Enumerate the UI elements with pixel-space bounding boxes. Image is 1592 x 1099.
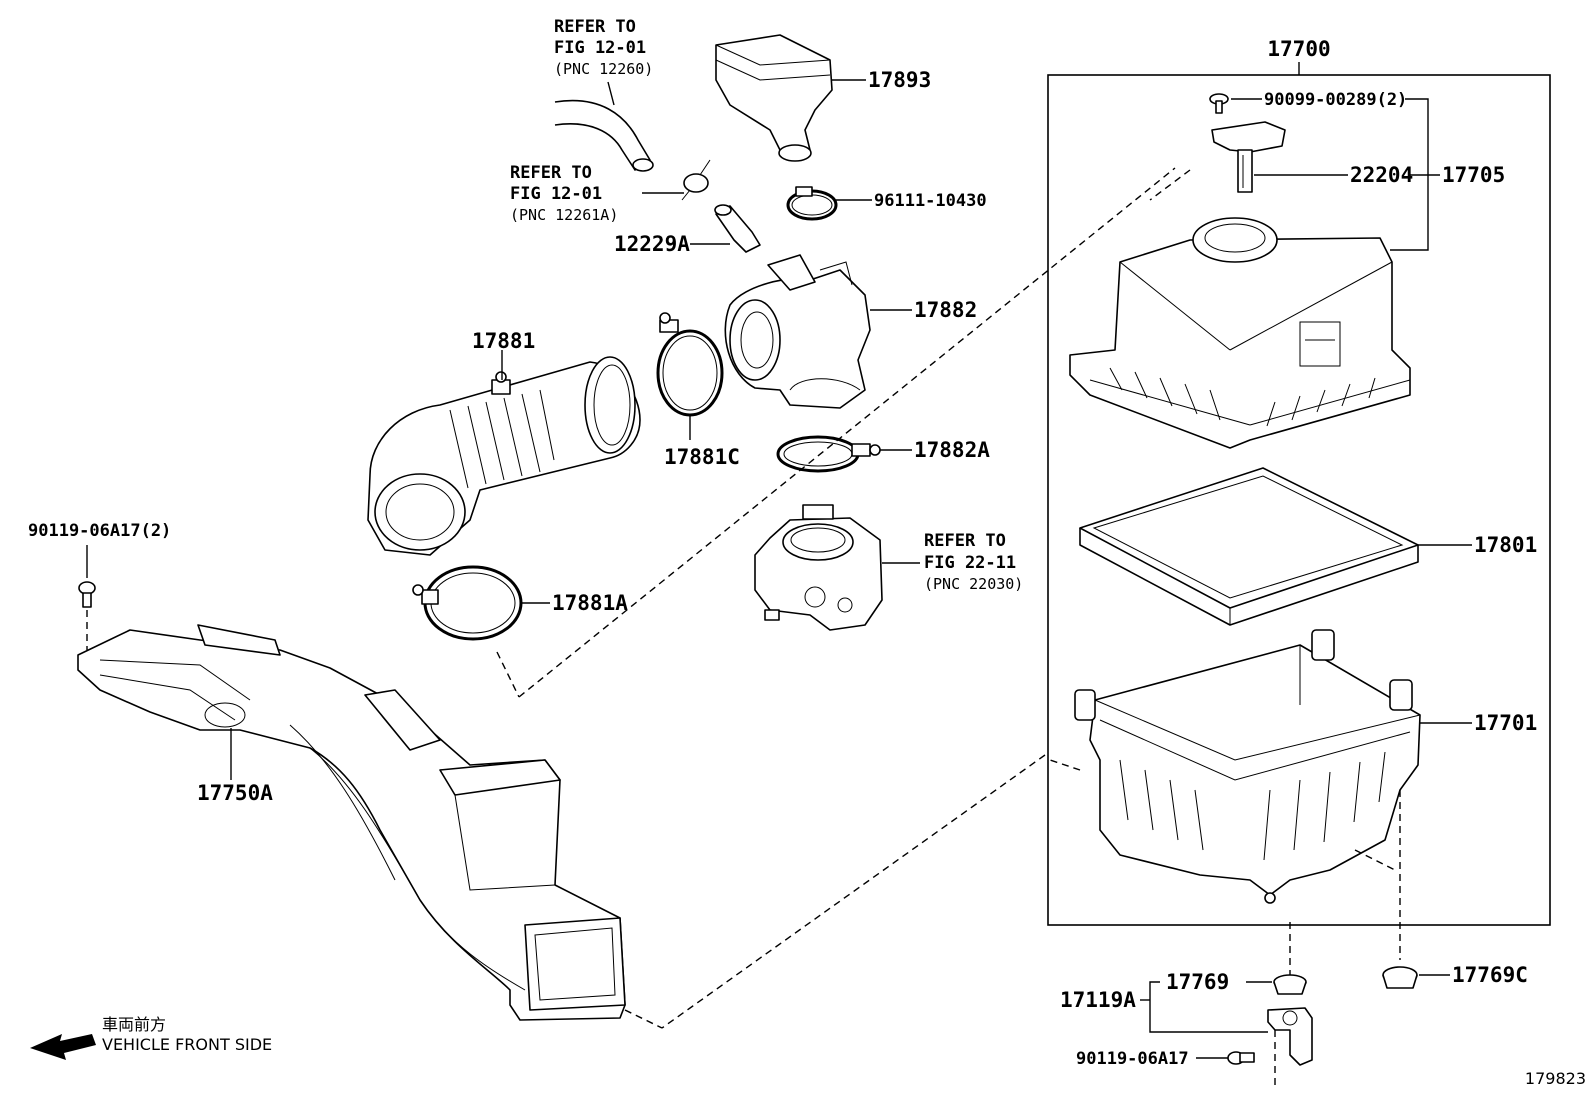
svg-text:FIG 12-01: FIG 12-01	[554, 38, 646, 58]
grommet-17769C-drawing	[1382, 966, 1418, 989]
clamp-17881A-drawing	[412, 565, 523, 641]
refer-note-22030: REFER TO FIG 22-11 (PNC 22030)	[924, 531, 1023, 593]
bolt-90119-top-drawing	[78, 581, 96, 608]
refer-note-12261A: REFER TO FIG 12-01 (PNC 12261A)	[510, 163, 618, 224]
svg-text:(PNC 12260): (PNC 12260)	[554, 60, 653, 78]
label-17705: 17705	[1442, 163, 1505, 187]
label-17881C: 17881C	[664, 445, 740, 469]
air-cleaner-cover-17705-drawing	[1069, 217, 1411, 449]
hose-12260-drawing	[554, 99, 654, 172]
label-17119A: 17119A	[1060, 988, 1136, 1012]
svg-text:REFER TO: REFER TO	[554, 17, 636, 37]
bracket-17119A-drawing	[1267, 1007, 1313, 1066]
grommet-17769-drawing	[1273, 974, 1307, 995]
svg-text:FIG 12-01: FIG 12-01	[510, 184, 602, 204]
label-17769: 17769	[1166, 970, 1229, 994]
fitting-12229A-drawing	[714, 204, 761, 253]
label-17700: 17700	[1267, 37, 1330, 61]
airflow-sensor-22204-drawing	[1211, 121, 1286, 193]
svg-text:(PNC 22030): (PNC 22030)	[924, 575, 1023, 593]
air-inlet-17882-drawing	[724, 254, 871, 409]
diagram-id: 179823	[1525, 1069, 1586, 1088]
label-12229A: 12229A	[614, 232, 690, 256]
label-17750A: 17750A	[197, 781, 273, 805]
svg-text:(PNC 12261A): (PNC 12261A)	[510, 206, 618, 224]
refer-note-12260: REFER TO FIG 12-01 (PNC 12260)	[554, 17, 653, 78]
clip-12261A-drawing	[681, 159, 711, 201]
label-17769C: 17769C	[1452, 963, 1528, 987]
air-filter-element-17801-drawing	[1079, 467, 1419, 626]
air-cleaner-case-17701-drawing	[1074, 629, 1421, 904]
screw-90099-drawing	[1209, 93, 1229, 114]
clamp-17882A-drawing	[776, 435, 881, 473]
front-note-english: VEHICLE FRONT SIDE	[102, 1035, 272, 1054]
front-note-japanese: 車両前方	[102, 1015, 166, 1034]
svg-text:REFER TO: REFER TO	[924, 531, 1006, 551]
label-90119-06A17: 90119-06A17	[1076, 1049, 1189, 1069]
label-22204: 22204	[1350, 163, 1413, 187]
air-hose-17881-drawing	[367, 356, 641, 556]
label-17882A: 17882A	[914, 438, 990, 462]
bolt-90119-bottom-drawing	[1227, 1051, 1255, 1065]
label-17881: 17881	[472, 329, 535, 353]
clamp-17881C-drawing	[656, 312, 724, 417]
front-arrow-icon	[30, 1034, 96, 1060]
label-90119-06A17-2: 90119-06A17(2)	[28, 521, 171, 541]
label-96111-10430: 96111-10430	[874, 191, 987, 211]
label-17801: 17801	[1474, 533, 1537, 557]
label-90099-00289: 90099-00289(2)	[1264, 90, 1407, 110]
svg-text:FIG 22-11: FIG 22-11	[924, 553, 1016, 573]
air-duct-17750A-drawing	[77, 624, 626, 1021]
svg-text:REFER TO: REFER TO	[510, 163, 592, 183]
label-17882: 17882	[914, 298, 977, 322]
label-17893: 17893	[868, 68, 931, 92]
hose-clamp-96111-drawing	[786, 186, 838, 221]
label-17701: 17701	[1474, 711, 1537, 735]
throttle-body-22030-drawing	[754, 504, 883, 631]
label-17881A: 17881A	[552, 591, 628, 615]
resonator-17893-drawing	[715, 34, 833, 162]
